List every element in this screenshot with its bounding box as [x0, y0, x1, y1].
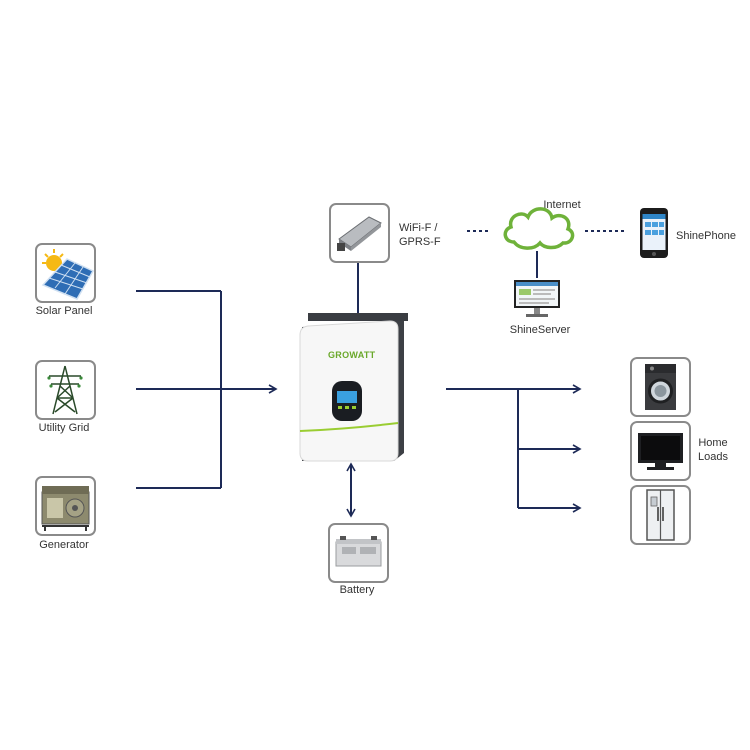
- generator-box: [35, 476, 96, 536]
- phone-label: ShinePhone: [676, 230, 736, 242]
- washing-machine-icon: [645, 364, 676, 410]
- home-loads-label-line1: Home: [698, 437, 728, 449]
- utility-grid-box: [35, 360, 96, 420]
- solar-panel-box: [35, 243, 96, 303]
- power-tower-icon: [47, 365, 83, 415]
- datalogger-label-line2: GPRS-F: [399, 236, 441, 248]
- wifi-stick-icon: [337, 216, 382, 251]
- brand-logo: GROWATT: [328, 350, 376, 360]
- utility-grid-label: Utility Grid: [38, 422, 90, 434]
- battery-label: Battery: [339, 584, 375, 596]
- internet-label: Internet: [543, 199, 581, 211]
- datalogger-label-line1: WiFi-F /: [399, 222, 438, 234]
- fridge-icon: [646, 489, 675, 541]
- washing-machine-box: [630, 357, 691, 417]
- battery-icon: [335, 536, 382, 567]
- home-loads-label-line2: Loads: [698, 451, 728, 463]
- smartphone-icon: [640, 208, 668, 258]
- tv-box: [630, 421, 691, 481]
- solar-panel-icon: [41, 249, 94, 300]
- server-label: ShineServer: [509, 324, 571, 336]
- cloud-icon: [503, 207, 575, 250]
- monitor-icon: [514, 280, 560, 317]
- tv-icon: [638, 433, 683, 470]
- inverter-icon: [299, 313, 408, 462]
- generator-label: Generator: [39, 539, 89, 551]
- datalogger-box: [329, 203, 390, 263]
- battery-box: [328, 523, 389, 583]
- solar-panel-label: Solar Panel: [35, 305, 93, 317]
- inverter: GROWATT: [298, 313, 410, 463]
- fridge-box: [630, 485, 691, 545]
- generator-icon: [41, 486, 90, 531]
